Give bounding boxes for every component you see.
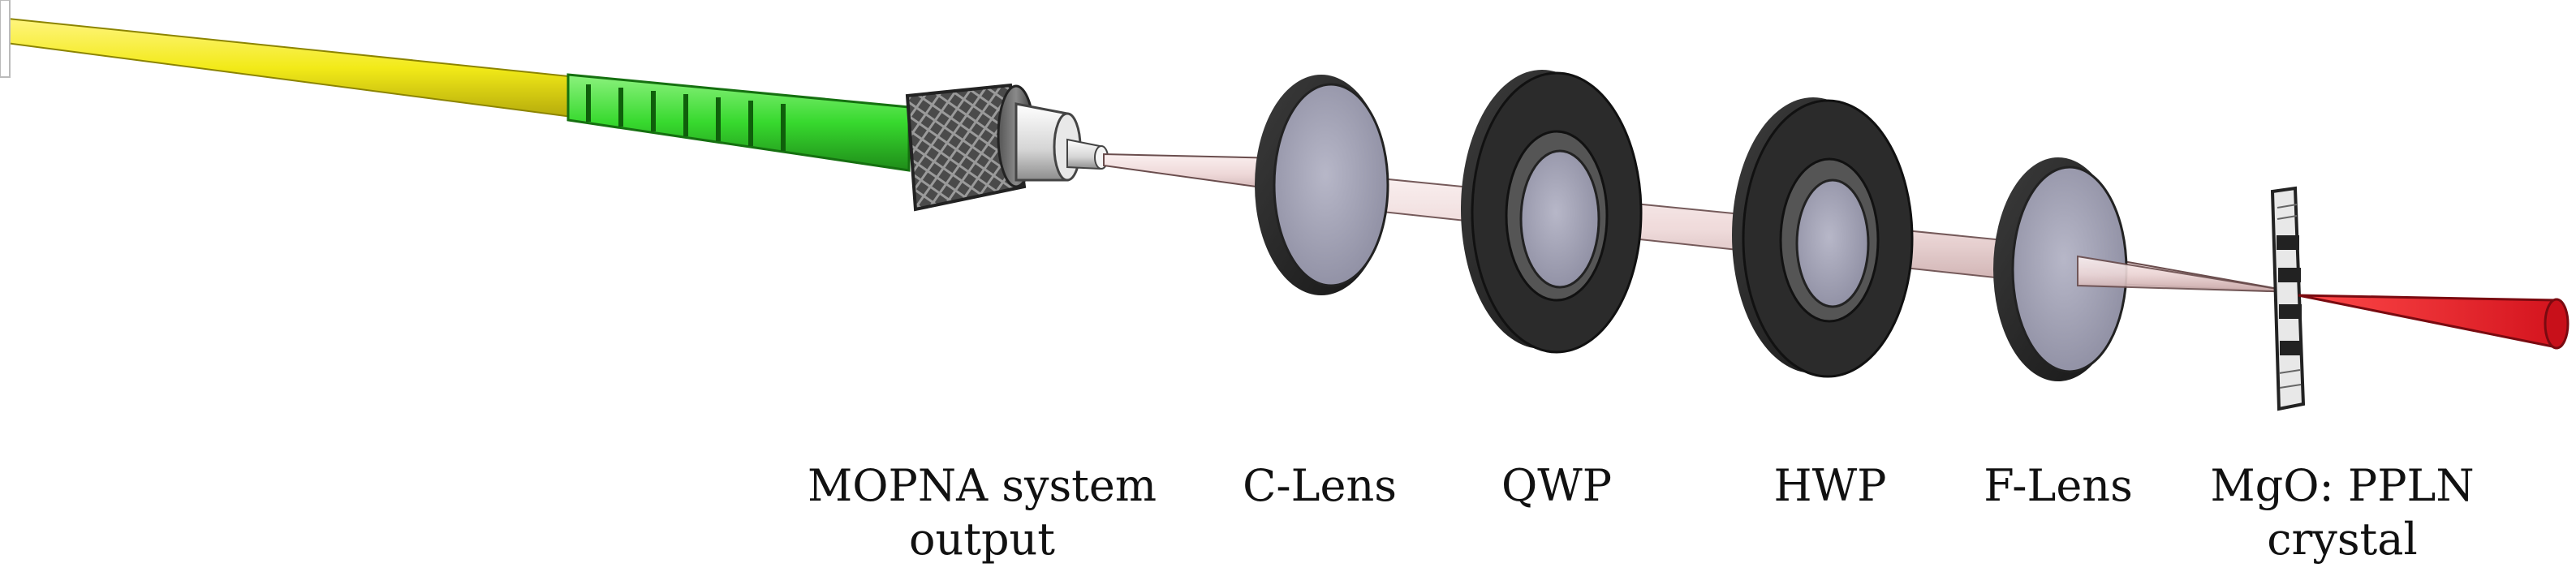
waveplate-mount-icon [1461, 70, 1643, 354]
fiber-connector-icon [566, 73, 1109, 212]
label-f-lens: F-Lens [1984, 460, 2133, 511]
crystal-icon [2270, 186, 2306, 411]
waveplate-mount-icon [1732, 97, 1914, 378]
label-fiber: MOPNA system output [807, 460, 1157, 565]
lens-mount-icon [1255, 75, 1389, 295]
label-crystal: MgO: PPLN crystal [2210, 460, 2475, 565]
output-beam [2298, 294, 2570, 350]
lens-mount-icon [1993, 157, 2298, 381]
fiber-cable [0, 0, 585, 120]
label-hwp: HWP [1773, 460, 1887, 511]
label-c-lens: C-Lens [1243, 460, 1397, 511]
label-qwp: QWP [1501, 460, 1613, 511]
